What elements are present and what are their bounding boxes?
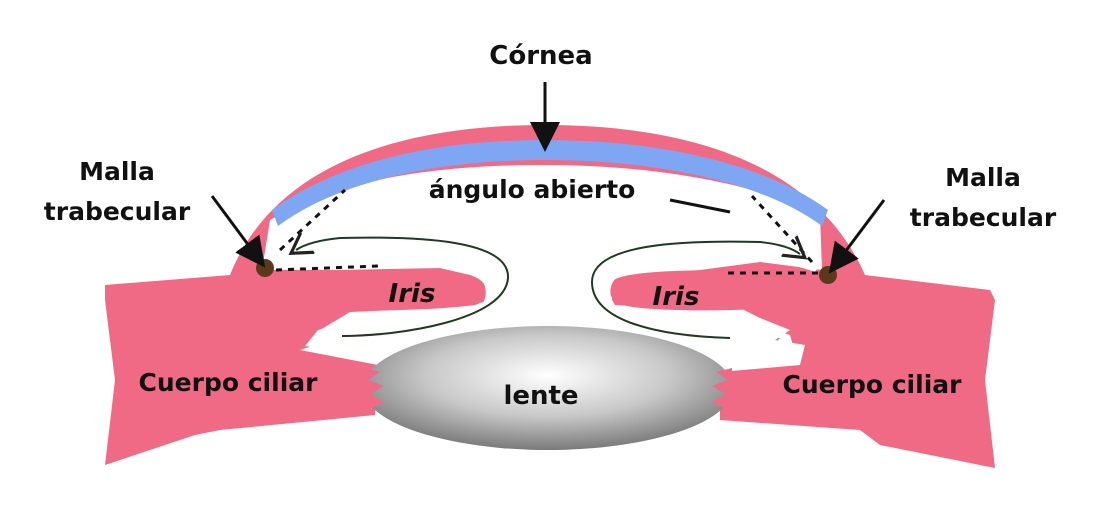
flow-loop-left bbox=[296, 238, 510, 337]
mesh-arrow-right bbox=[828, 199, 886, 274]
lens bbox=[363, 326, 733, 450]
iris-left-label: Iris bbox=[389, 279, 436, 309]
mesh-right-label-line1: Malla bbox=[945, 163, 1021, 192]
iris-right-label: Iris bbox=[653, 282, 700, 312]
iris-right bbox=[609, 270, 817, 311]
mesh-left-label-line1: Malla bbox=[79, 157, 155, 186]
flow-loop-right bbox=[590, 242, 800, 339]
lens-label: lente bbox=[503, 381, 578, 411]
trabecular-mesh-left bbox=[256, 259, 274, 277]
ciliary-left-label: Cuerpo ciliar bbox=[139, 368, 319, 397]
trabecular-mesh-right bbox=[819, 266, 837, 284]
angle-dotted-left-bottom bbox=[275, 264, 379, 272]
angle-pointer-line bbox=[669, 198, 731, 214]
mesh-arrow-left bbox=[210, 195, 266, 268]
mesh-right-label-line2: trabecular bbox=[910, 203, 1057, 232]
chamber-left bbox=[270, 233, 506, 350]
zonule-left bbox=[362, 368, 384, 414]
cornea-label: Córnea bbox=[489, 41, 592, 71]
mesh-left-label-line2: trabecular bbox=[44, 197, 191, 226]
cornea-band bbox=[272, 140, 828, 226]
angle-label: ángulo abierto bbox=[429, 175, 636, 204]
chamber-right bbox=[599, 236, 822, 352]
sclera-tissue bbox=[105, 125, 995, 468]
iris-left bbox=[279, 270, 488, 311]
zonule-right bbox=[712, 368, 734, 414]
ciliary-right-label: Cuerpo ciliar bbox=[783, 370, 963, 399]
